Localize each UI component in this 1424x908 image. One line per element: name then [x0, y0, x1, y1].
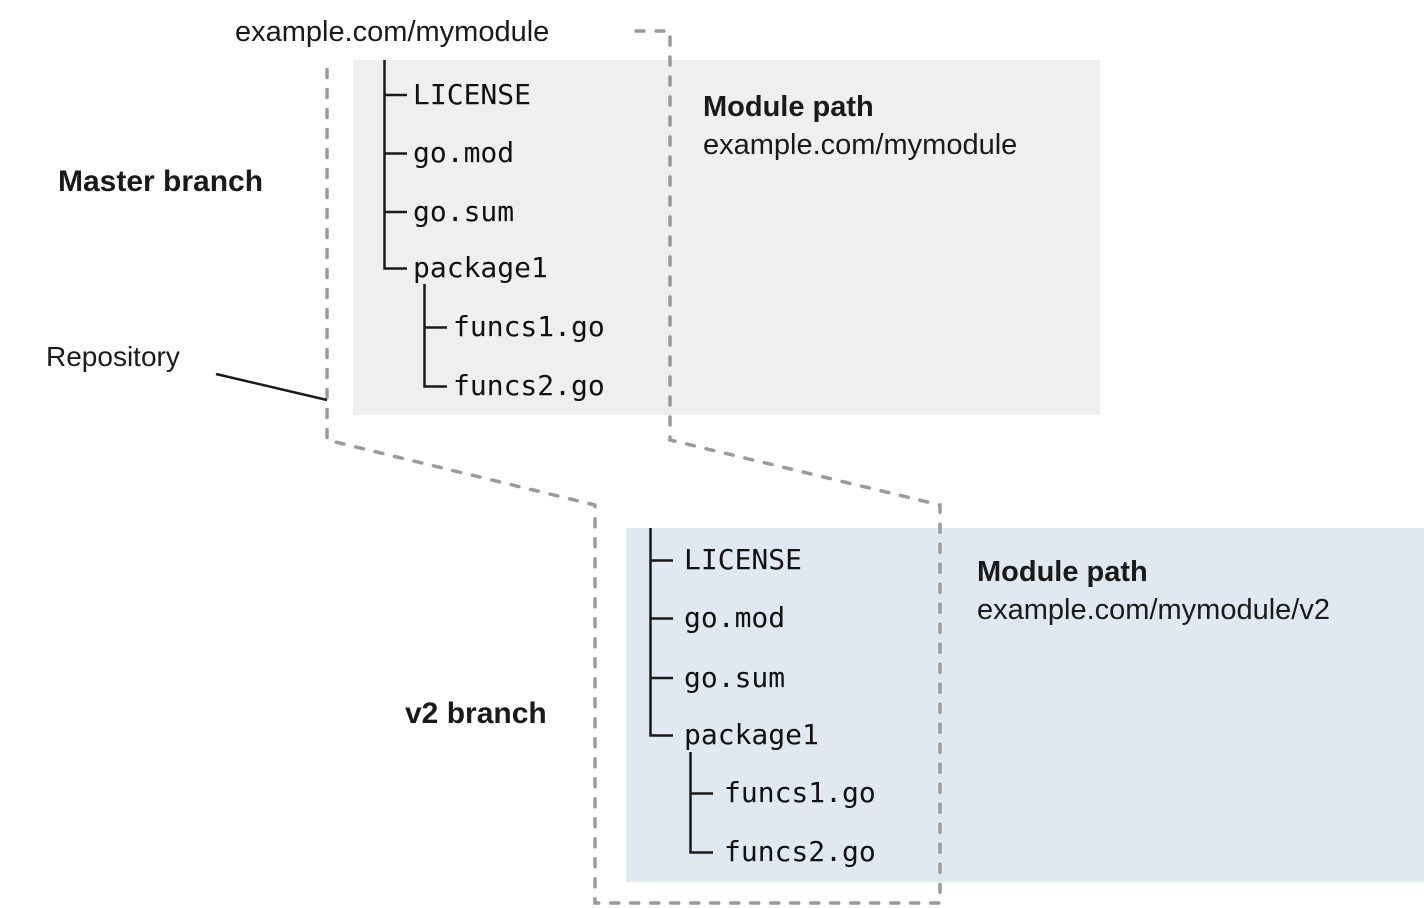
v2-tree-item-gomod: go.mod — [684, 601, 786, 634]
repository-url-label: example.com/mymodule — [235, 16, 550, 48]
master-tree-item-package1: package1 — [413, 251, 548, 284]
master-branch-label: Master branch — [58, 165, 264, 198]
v2-branch-label: v2 branch — [405, 697, 547, 730]
v2-tree-item-funcs1: funcs1.go — [724, 776, 876, 809]
v2-tree-item-gosum: go.sum — [684, 661, 786, 694]
master-module-path-value: example.com/mymodule — [703, 129, 1018, 161]
master-tree-item-gomod: go.mod — [413, 136, 515, 169]
master-module-path-title: Module path — [703, 91, 874, 123]
repository-pointer-line — [215, 372, 328, 402]
repository-label: Repository — [46, 341, 180, 372]
master-tree-item-funcs2: funcs2.go — [453, 369, 605, 402]
v2-module-path-value: example.com/mymodule/v2 — [977, 594, 1330, 626]
master-tree-item-gosum: go.sum — [413, 195, 515, 228]
v2-module-path: Module path example.com/mymodule/v2 — [977, 553, 1330, 629]
v2-module-path-title: Module path — [977, 556, 1148, 588]
master-tree-item-license: LICENSE — [413, 78, 532, 111]
master-tree-item-funcs1: funcs1.go — [453, 310, 605, 343]
v2-tree-item-package1: package1 — [684, 718, 819, 751]
v2-tree-item-license: LICENSE — [684, 543, 803, 576]
master-module-path: Module path example.com/mymodule — [703, 88, 1017, 164]
v2-tree-item-funcs2: funcs2.go — [724, 835, 876, 868]
